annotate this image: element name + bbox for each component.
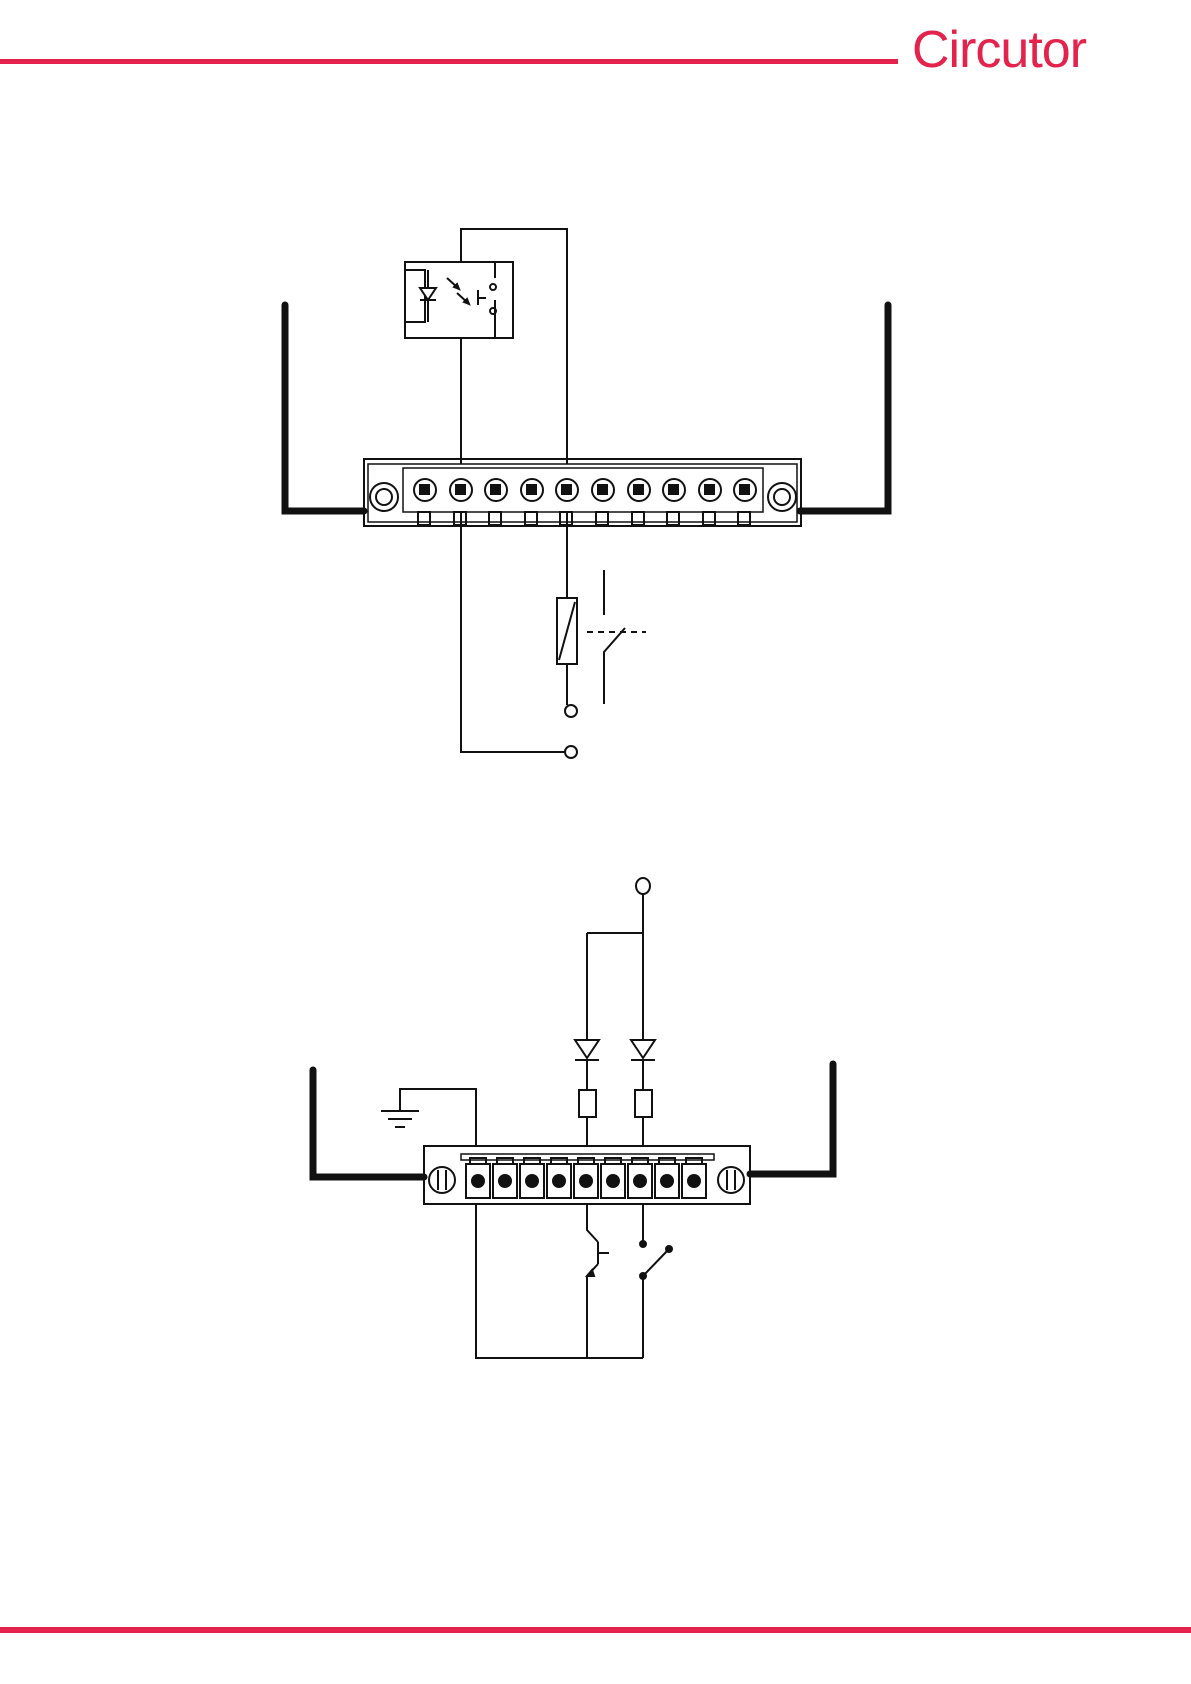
- bottom-wiring-diagram: [313, 878, 833, 1358]
- resistor-left-icon: [579, 1090, 596, 1117]
- right-mounting-bracket: [800, 305, 888, 511]
- bottom-terminals: [466, 1158, 706, 1198]
- top-terminal-block: [364, 459, 801, 526]
- top-terminals: [414, 479, 756, 525]
- left-end-screw-icon: [370, 483, 398, 511]
- left-mounting-bracket-2: [313, 1070, 424, 1177]
- terminal-point-top: [565, 705, 577, 717]
- optocoupler-relay: [405, 262, 513, 338]
- right-end-screw-icon: [768, 483, 796, 511]
- terminal-point-bottom: [565, 746, 577, 758]
- common-return-wire: [476, 1204, 643, 1358]
- right-mounting-bracket-2: [750, 1064, 833, 1174]
- ground-icon: [381, 1089, 476, 1146]
- lower-left-wire: [461, 512, 565, 752]
- left-end-screw-icon-2: [429, 1167, 455, 1193]
- transistor-icon: [587, 1204, 609, 1358]
- resistor-right-icon: [635, 1090, 652, 1117]
- circuit-breaker-switch-icon: [587, 570, 646, 704]
- left-mounting-bracket: [285, 305, 364, 511]
- right-end-screw-icon-2: [718, 1167, 744, 1193]
- diode-left-icon: [575, 1040, 599, 1090]
- footer-rule: [0, 1627, 1191, 1633]
- top-wiring-diagram: [285, 229, 888, 758]
- supply-terminal-point: [636, 878, 650, 894]
- diode-right-icon: [631, 1040, 655, 1090]
- output-switch-icon: [640, 1204, 672, 1358]
- bottom-terminal-block: [424, 1146, 750, 1204]
